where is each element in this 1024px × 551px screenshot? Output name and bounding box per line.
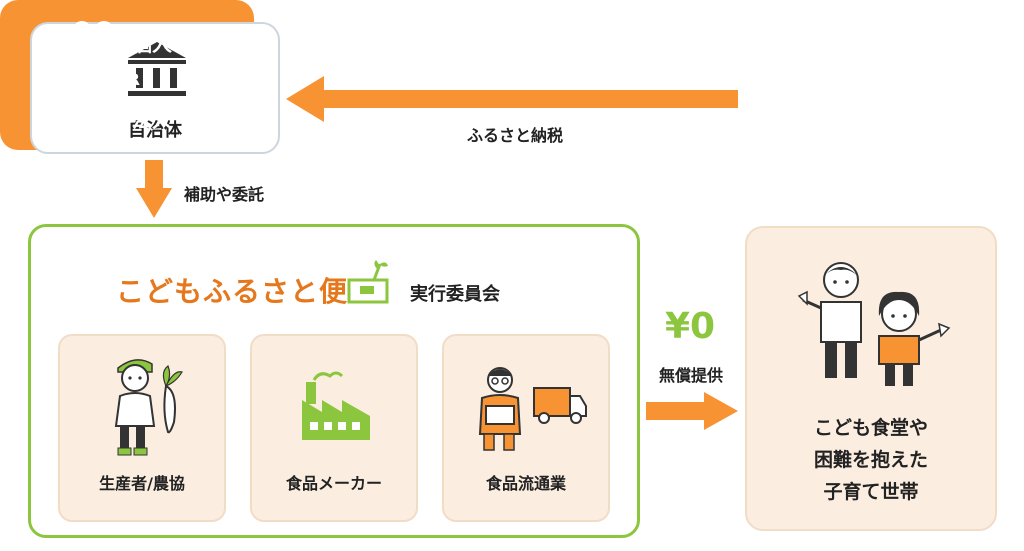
beneficiary-line-1: こども食堂や (813, 417, 928, 439)
tax-label: ふるさと納税 (466, 126, 563, 145)
committee-logo: こどもふるさと便 (116, 275, 349, 308)
member-label: 生産者/農協 (99, 474, 185, 493)
factory-icon (302, 371, 370, 440)
support-label: 補助や委託 (184, 185, 265, 204)
delivery-truck-icon (478, 367, 587, 451)
beneficiary-line-2: 困難を抱えた (813, 449, 928, 471)
people-icon (66, 21, 120, 60)
children-icon (797, 262, 951, 386)
member-label: 食品流通業 (485, 474, 566, 493)
tax-arrow (286, 76, 738, 122)
corporation-label: 法人 (132, 108, 172, 132)
beneficiary-line-3: 子育て世帯 (823, 481, 919, 503)
individual-label: 個人 (132, 32, 172, 56)
farmer-icon (114, 359, 183, 456)
member-distribution: 食品流通業 (442, 334, 610, 522)
member-label: 食品メーカー (285, 474, 382, 493)
government-building-icon (128, 42, 186, 96)
member-farmer: 生産者/農協 (58, 334, 226, 522)
free-label: 無償提供 (658, 366, 723, 385)
beneficiary-box: こども食堂や 困難を抱えた 子育て世帯 (745, 226, 997, 531)
committee-title: 実行委員会 (410, 284, 500, 305)
member-factory: 食品メーカー (250, 334, 418, 522)
vegetable-box-icon (347, 260, 389, 304)
provision-arrow (646, 392, 738, 430)
government-label: 自治体 (128, 120, 182, 141)
building-icon (70, 96, 114, 134)
free-price: ¥0 (664, 306, 716, 347)
support-arrow (136, 160, 172, 218)
or-label: OR (114, 70, 140, 89)
